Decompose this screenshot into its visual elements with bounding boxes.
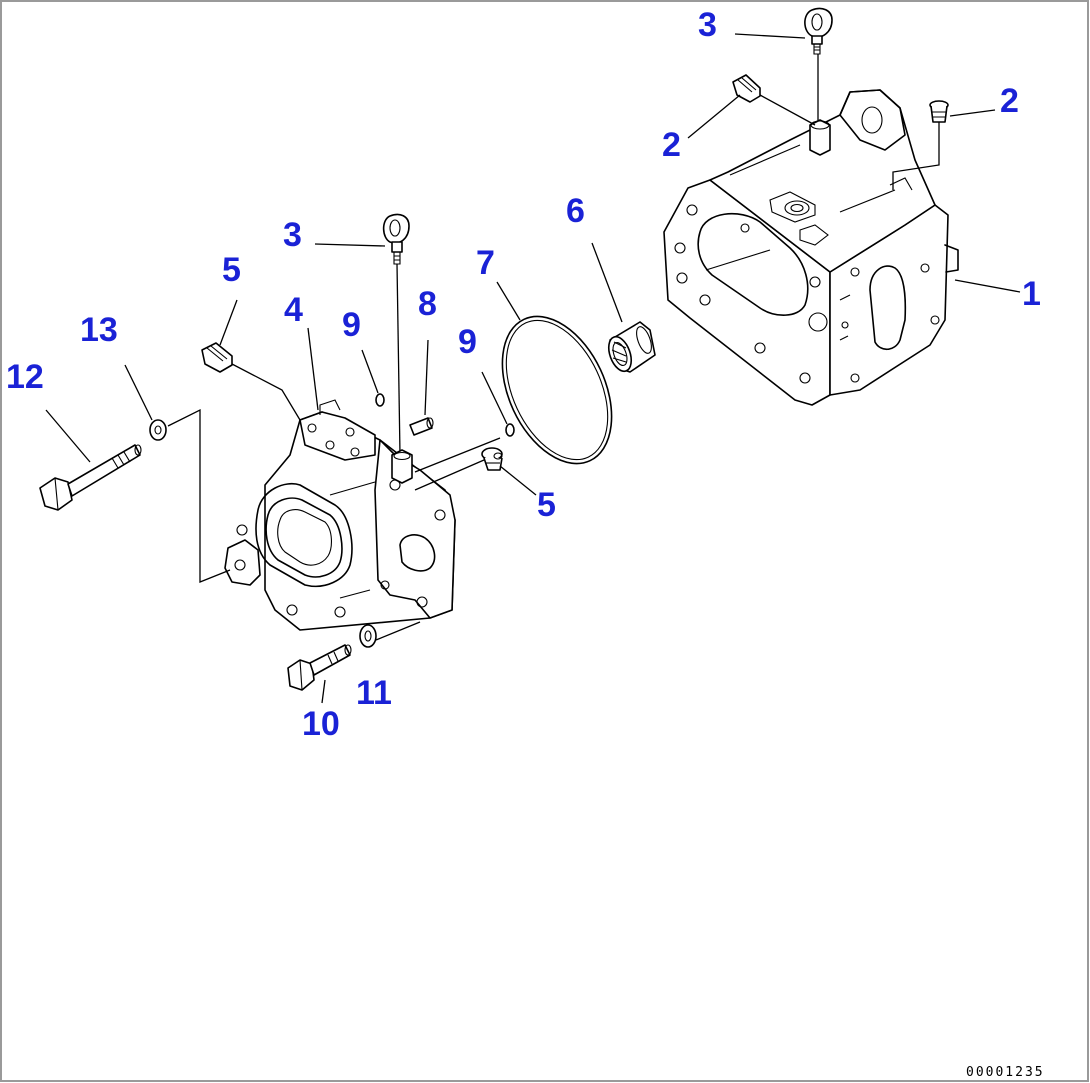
- label-part-10: 10: [302, 705, 340, 743]
- plug-part-5b[interactable]: [481, 447, 503, 471]
- eye-bolt-part-3b[interactable]: [382, 213, 410, 456]
- bearing-part-6[interactable]: [604, 321, 656, 374]
- label-part-4: 4: [284, 291, 303, 329]
- bolt-part-10[interactable]: [287, 644, 352, 691]
- washer-part-11[interactable]: [359, 624, 377, 648]
- cover-housing-part-4[interactable]: [224, 399, 456, 631]
- label-part-6: 6: [566, 192, 585, 230]
- label-part-5-lower: 5: [537, 486, 556, 524]
- washer-part-13[interactable]: [149, 419, 167, 441]
- pin-part-9b[interactable]: [505, 423, 515, 437]
- plug-part-5a[interactable]: [201, 342, 233, 373]
- label-part-5-upper: 5: [222, 251, 241, 289]
- eye-bolt-part-3a[interactable]: [804, 7, 833, 156]
- label-part-8: 8: [418, 285, 437, 323]
- label-part-2-left: 2: [662, 126, 681, 164]
- label-part-11: 11: [356, 674, 392, 712]
- main-housing-part-1[interactable]: [663, 89, 959, 406]
- leader-lines: [45, 33, 1021, 704]
- label-part-12: 12: [6, 358, 44, 396]
- o-ring-part-7[interactable]: [481, 299, 634, 481]
- label-part-3-top: 3: [698, 6, 717, 44]
- label-part-7: 7: [476, 244, 495, 282]
- pin-part-9a[interactable]: [375, 393, 385, 407]
- label-part-1: 1: [1022, 275, 1041, 313]
- label-part-9-right: 9: [458, 323, 477, 361]
- dowel-pin-part-8[interactable]: [409, 417, 434, 436]
- long-bolt-part-12[interactable]: [39, 444, 142, 511]
- label-part-3-mid: 3: [283, 216, 302, 254]
- label-part-13: 13: [80, 311, 118, 349]
- figure-code: 00001235: [966, 1065, 1045, 1080]
- label-part-2-right: 2: [1000, 82, 1019, 120]
- label-part-9-left: 9: [342, 306, 361, 344]
- plug-part-2b[interactable]: [929, 100, 949, 123]
